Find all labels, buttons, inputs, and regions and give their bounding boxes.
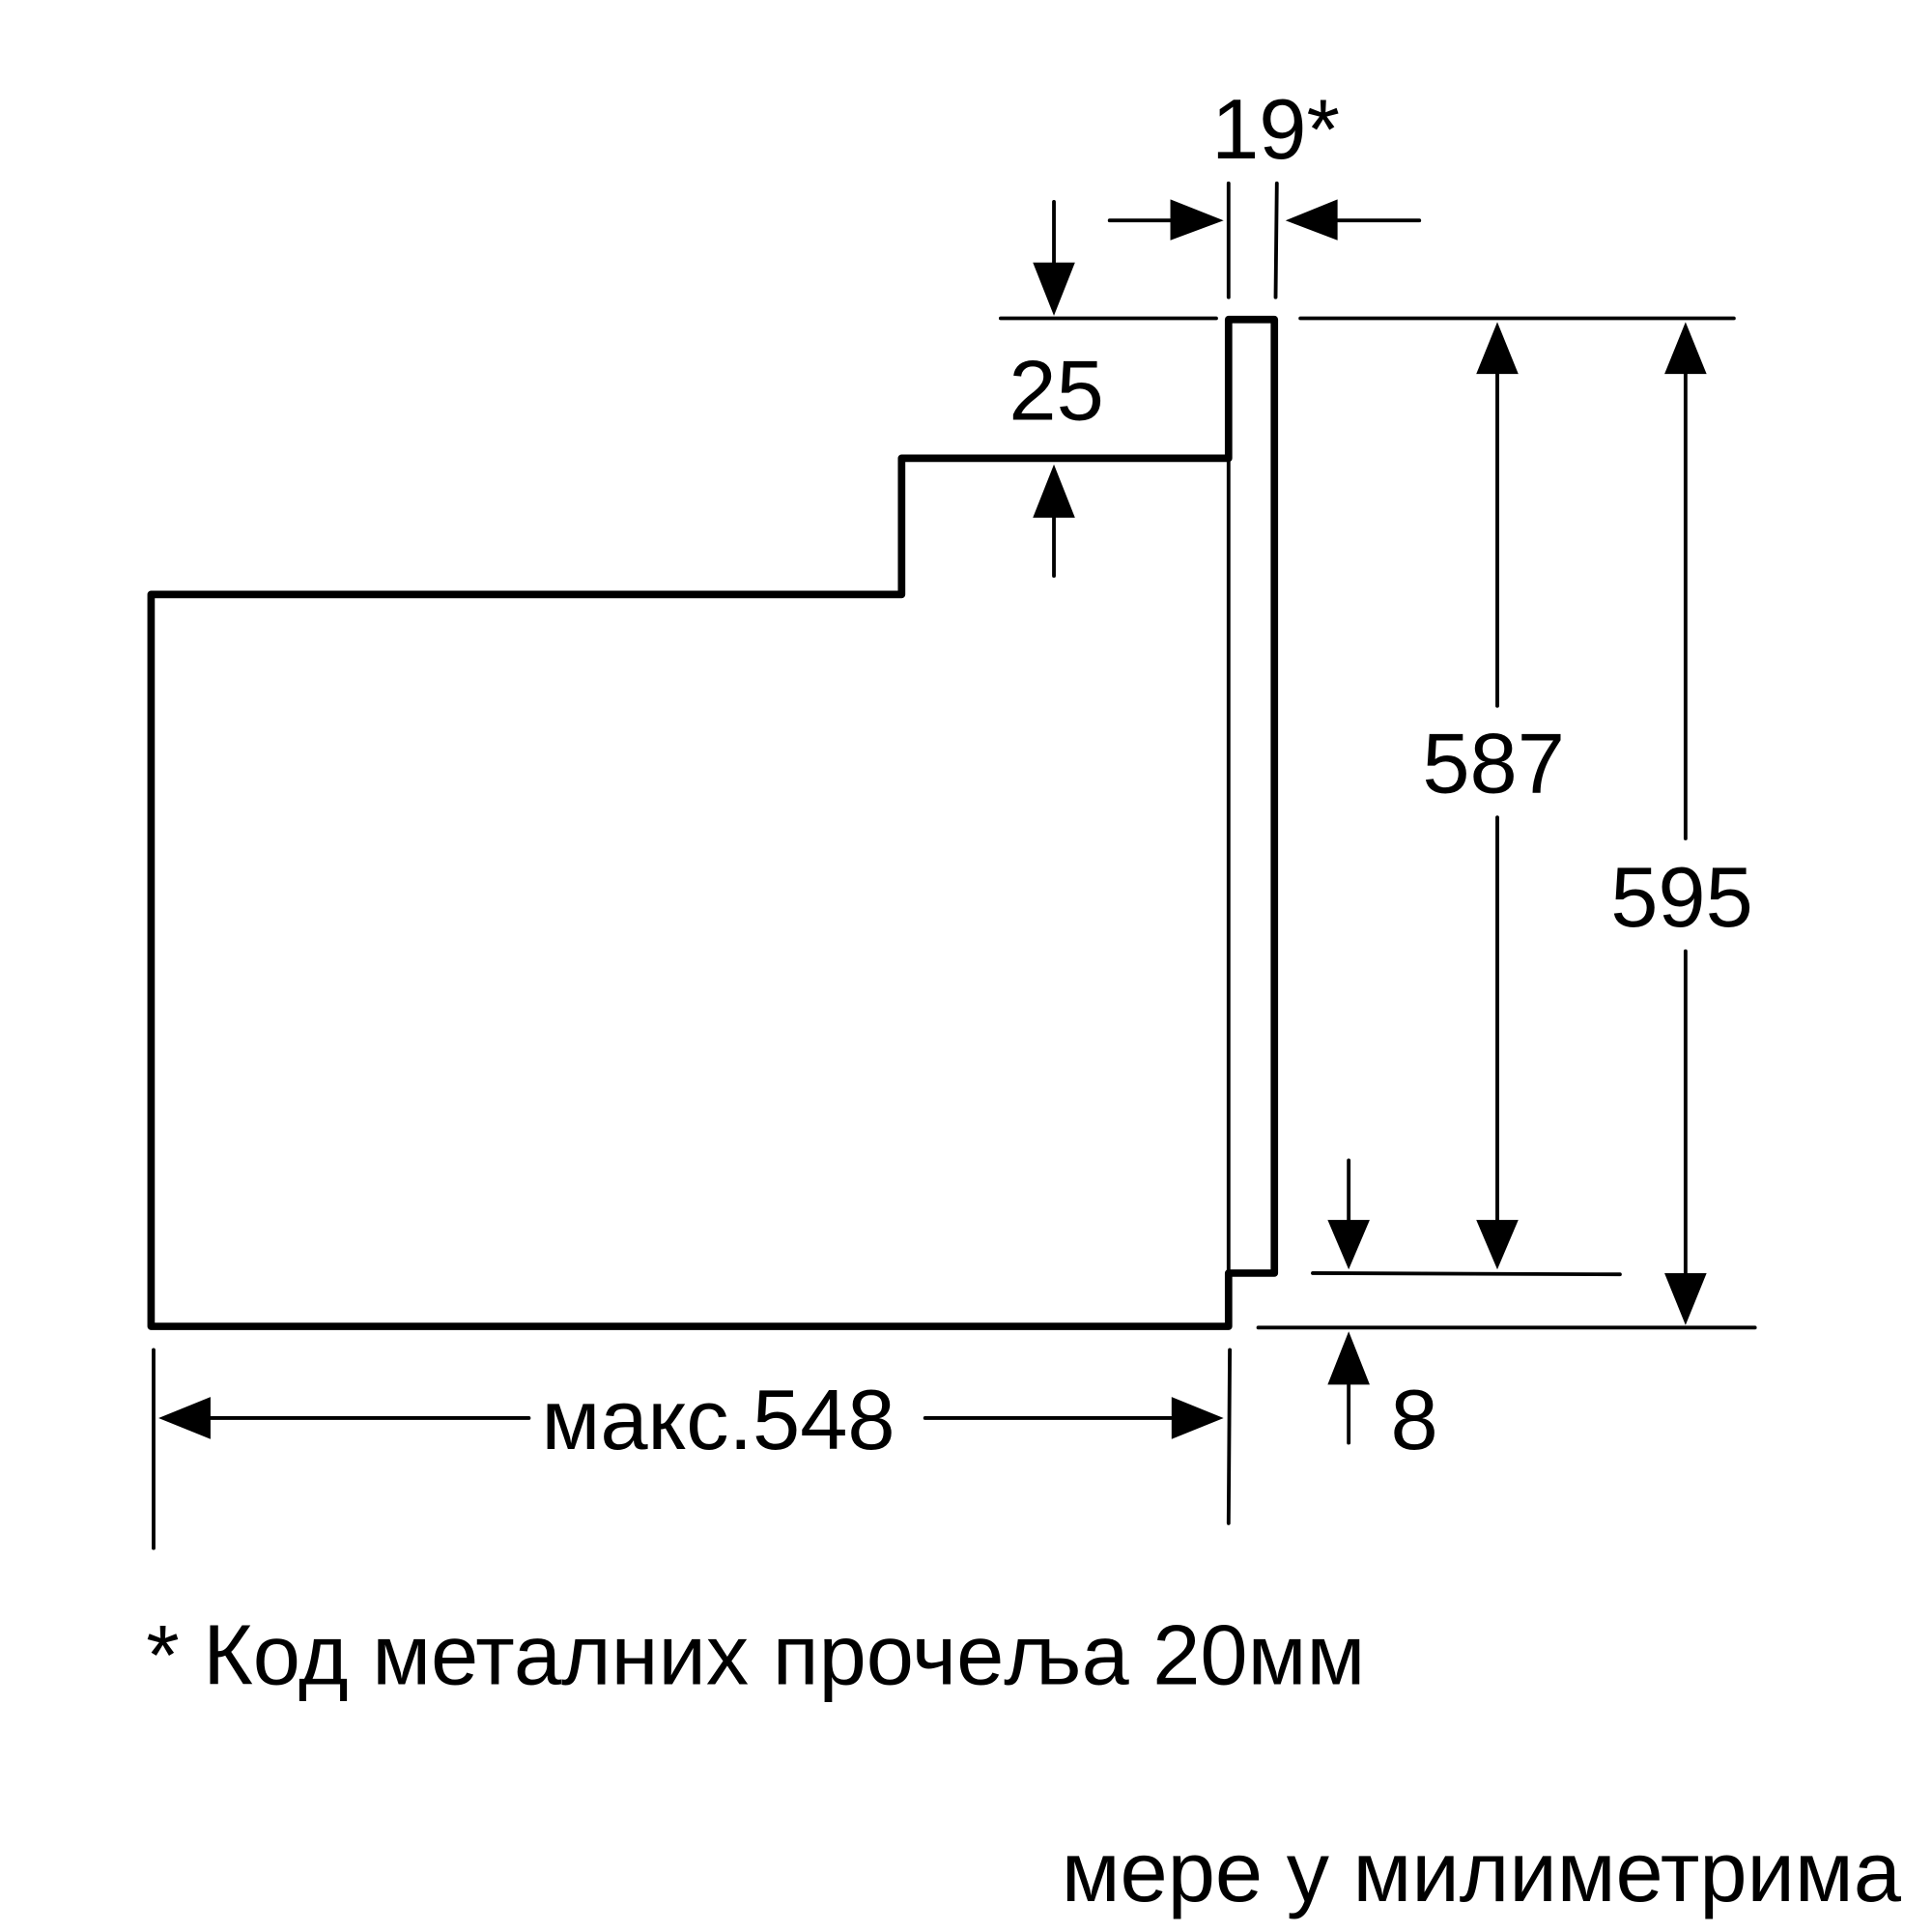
dimension-bottom-offset: 8 xyxy=(1327,1158,1438,1467)
arrow-up-icon xyxy=(1664,322,1707,375)
label-front-height: 587 xyxy=(1422,716,1565,811)
label-depth: макс.548 xyxy=(542,1372,895,1467)
label-bottom-offset: 8 xyxy=(1391,1372,1438,1467)
arrow-down-icon xyxy=(1476,1219,1519,1270)
label-total-height: 595 xyxy=(1610,849,1753,945)
arrow-up-icon xyxy=(1327,1331,1370,1385)
dimension-total-height: 595 xyxy=(1256,322,1757,1330)
label-panel-thickness: 19* xyxy=(1211,81,1340,177)
dimension-panel-thickness: 19* xyxy=(1107,81,1422,299)
arrow-left-icon xyxy=(1285,199,1338,241)
arrow-right-icon xyxy=(1171,1397,1224,1439)
arrow-down-icon xyxy=(1664,1272,1707,1325)
arrow-down-icon xyxy=(1033,262,1075,316)
footnote: * Код металних прочеља 20мм xyxy=(146,1607,1365,1703)
arrow-down-icon xyxy=(1327,1219,1370,1270)
arrow-up-icon xyxy=(1033,464,1075,518)
dimension-front-height: 587 xyxy=(1298,316,1736,1277)
arrow-left-icon xyxy=(158,1397,211,1439)
dimension-depth: макс.548 xyxy=(152,1348,1232,1550)
units-note: мере у милиметрима xyxy=(1062,1824,1902,1919)
arrow-up-icon xyxy=(1476,322,1519,375)
dimension-top-offset: 25 xyxy=(998,200,1218,579)
label-top-offset: 25 xyxy=(1009,343,1103,439)
appliance-outline xyxy=(147,315,1279,1330)
arrow-right-icon xyxy=(1170,199,1224,241)
